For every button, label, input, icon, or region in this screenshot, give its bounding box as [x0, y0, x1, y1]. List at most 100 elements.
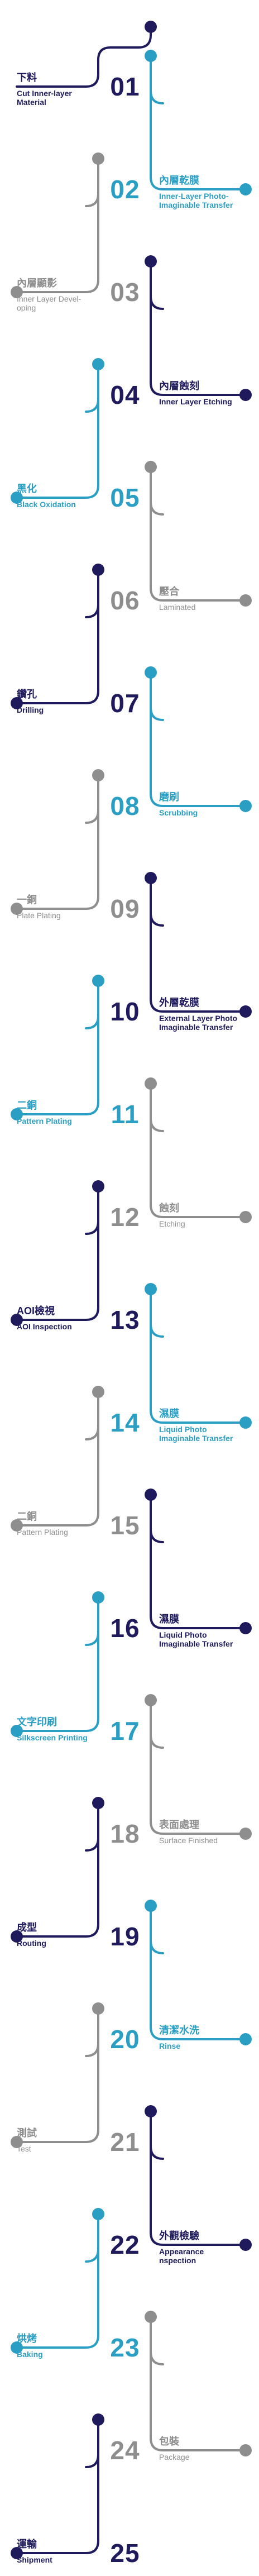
step-20-end-dot [239, 2033, 252, 2045]
step-18-number: 18 [110, 1819, 140, 1848]
step-12-number: 12 [110, 1203, 140, 1232]
step-16-connector [150, 1494, 247, 1629]
step-01-start-dot [145, 21, 157, 33]
step-08-end-dot [239, 800, 252, 812]
step-01-connector [16, 26, 152, 88]
step-09-connector [16, 774, 99, 910]
step-15-number: 15 [110, 1511, 140, 1540]
step-03-connector [16, 158, 99, 293]
step-11-start-dot [92, 975, 104, 987]
step-16-number: 16 [110, 1614, 140, 1643]
step-03-label: 內層顯影 Inner Layer Devel- oping [17, 278, 117, 313]
step-17-number: 17 [110, 1716, 140, 1745]
step-12-label: 蝕刻 Etching [159, 1203, 259, 1228]
step-25-start-dot [92, 2413, 104, 2426]
step-11-name-zh: 二銅 [17, 1100, 37, 1111]
step-13-name-zh: AOI檢視 [17, 1305, 55, 1316]
step-09-start-dot [92, 769, 104, 781]
step-19-number: 19 [110, 1922, 140, 1951]
step-25-end-dot [11, 2547, 23, 2559]
step-17-end-dot [11, 1725, 23, 1737]
step-20-start-dot [145, 1900, 157, 1912]
step-13-connector [16, 1185, 99, 1321]
step-04-start-dot [145, 255, 157, 268]
step-22-connector [150, 2110, 247, 2246]
step-23-number: 23 [110, 2333, 140, 2362]
step-16-name-zh: 濕膜 [159, 1614, 179, 1625]
step-02-number: 02 [110, 175, 140, 204]
step-09-name-zh: 一銅 [17, 894, 37, 905]
step-14-start-dot [145, 1283, 157, 1295]
step-03-name-zh: 內層顯影 [17, 278, 57, 289]
step-14-end-dot [239, 1416, 252, 1429]
step-25-number: 25 [110, 2539, 140, 2568]
step-07-start-dot [92, 564, 104, 576]
step-10-end-dot [239, 1005, 252, 1018]
step-21-name-zh: 測試 [17, 2127, 37, 2139]
step-22-start-dot [145, 2105, 157, 2117]
step-03-name-en: Inner Layer Devel- oping [17, 294, 81, 313]
step-22-number: 22 [110, 2230, 140, 2259]
step-19-name-zh: 成型 [17, 1922, 37, 1933]
step-14-number: 14 [110, 1408, 140, 1437]
step-04-name-zh: 內層蝕刻 [159, 380, 199, 392]
step-23-start-dot [92, 2208, 104, 2220]
step-19-start-dot [92, 1797, 104, 1809]
step-08-connector [150, 671, 247, 807]
step-03-start-dot [92, 152, 104, 165]
step-05-start-dot [92, 358, 104, 370]
step-11-label: 二銅 Pattern Plating [17, 1100, 117, 1125]
step-23-connector [16, 2213, 99, 2349]
step-02-name-en: Inner-Layer Photo- Imaginable Transfer [159, 191, 233, 210]
step-15-connector [16, 1391, 99, 1526]
step-14-name-zh: 濕膜 [159, 1408, 179, 1419]
step-07-number: 07 [110, 689, 140, 718]
step-15-start-dot [92, 1386, 104, 1398]
step-09-end-dot [11, 903, 23, 915]
step-21-start-dot [92, 2002, 104, 2015]
step-20-number: 20 [110, 2025, 140, 2054]
step-10-number: 10 [110, 997, 140, 1026]
step-15-end-dot [11, 1519, 23, 1532]
step-21-name-en: Test [17, 2144, 31, 2153]
step-17-name-zh: 文字印刷 [17, 1716, 57, 1728]
step-21-number: 21 [110, 2127, 140, 2157]
step-13-name-en: AOI Inspection [17, 1322, 72, 1331]
step-05-number: 05 [110, 483, 140, 512]
step-17-start-dot [92, 1591, 104, 1604]
step-06-connector [150, 466, 247, 602]
step-08-number: 08 [110, 791, 140, 820]
step-15-name-en: Pattern Plating [17, 1527, 68, 1537]
step-05-name-zh: 黑化 [17, 483, 37, 494]
step-03-end-dot [11, 286, 23, 298]
step-25-name-en: Shipment [17, 2555, 52, 2564]
step-03-number: 03 [110, 278, 140, 307]
step-13-end-dot [11, 1314, 23, 1326]
step-10-connector [150, 877, 247, 1013]
step-18-name-en: Surface Finished [159, 1835, 218, 1845]
step-13-label: AOI檢視 AOI Inspection [17, 1305, 117, 1331]
step-12-name-en: Etching [159, 1219, 185, 1228]
step-20-name-en: Rinse [159, 2041, 181, 2050]
step-11-name-en: Pattern Plating [17, 1116, 72, 1125]
step-07-name-zh: 鑽孔 [17, 689, 37, 700]
step-12-name-zh: 蝕刻 [159, 1203, 179, 1214]
step-18-connector [150, 1699, 247, 1835]
step-24-connector [150, 2316, 247, 2451]
step-05-name-en: Black Oxidation [17, 499, 76, 509]
step-06-start-dot [145, 461, 157, 473]
step-08-name-zh: 磨刷 [159, 791, 179, 803]
step-01-name-zh: 下料 [17, 72, 37, 83]
step-02-connector [150, 55, 247, 190]
step-25-connector [16, 2418, 99, 2554]
step-19-end-dot [11, 1930, 23, 1943]
